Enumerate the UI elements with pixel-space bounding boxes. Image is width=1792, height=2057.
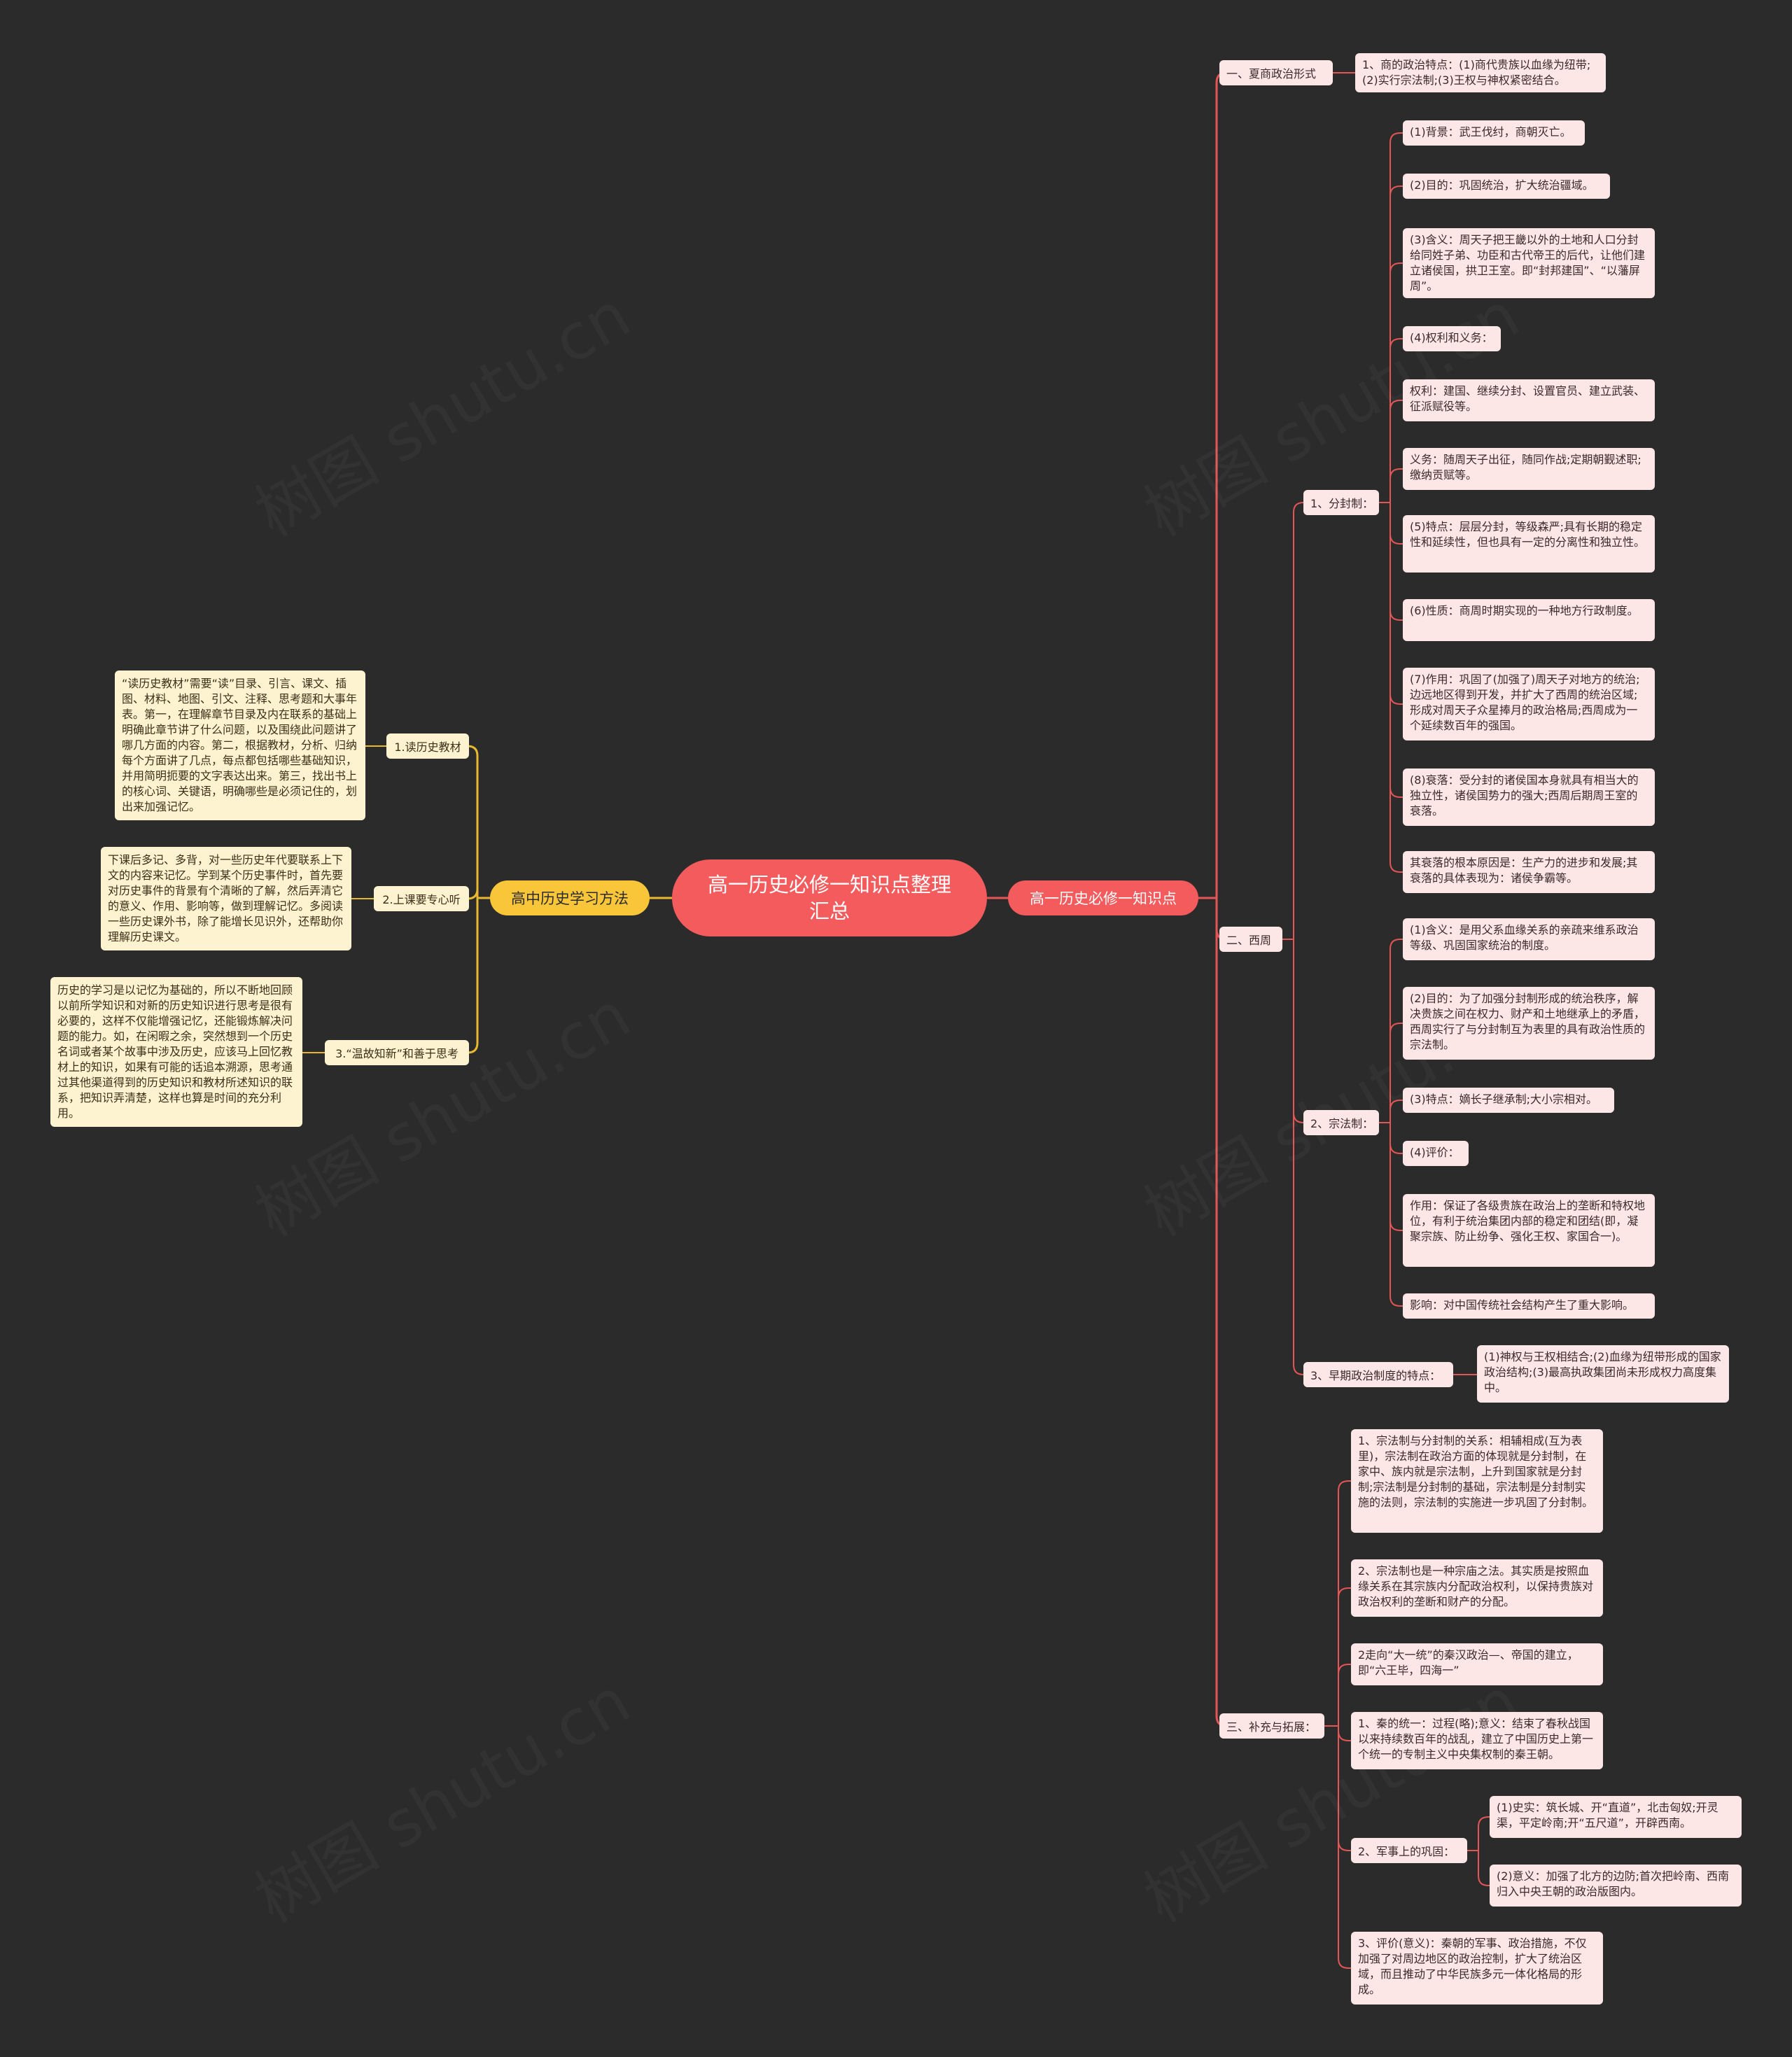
connector (1390, 1123, 1403, 1231)
connector (1390, 503, 1403, 621)
connector (1293, 939, 1304, 1375)
topic-fengjian[interactable]: 1、分封制： (1303, 490, 1379, 515)
leaf-zongfa: (4)评价： (1403, 1141, 1469, 1166)
connector (467, 745, 479, 898)
connector (1390, 503, 1403, 545)
connector (1293, 502, 1304, 939)
leaf-buchong: 1、宗法制与分封制的关系：相辅相成(互为表里)，宗法制在政治方面的体现就是分封制… (1351, 1429, 1603, 1533)
connector (1338, 1664, 1351, 1726)
leaf-fengjian: 义务：随周天子出征，随同作战;定期朝觐述职;缴纳贡赋等。 (1403, 448, 1655, 490)
connector (1478, 1816, 1490, 1851)
connector (1390, 400, 1403, 503)
right-main-topic[interactable]: 高一历史必修一知识点 (1008, 880, 1198, 915)
method-text: 历史的学习是以记忆为基础的，所以不断地回顾以前所学知识和对新的历史知识进行思考是… (50, 977, 302, 1127)
leaf-zongfa: 作用：保证了各级贵族在政治上的垄断和特权地位，有利于统治集团内部的稳定和团结(即… (1403, 1194, 1655, 1267)
leaf-fengjian: (1)背景：武王伐纣，商朝灭亡。 (1403, 120, 1585, 146)
connector (1390, 132, 1403, 503)
topic-xizhou[interactable]: 二、西周 (1219, 927, 1282, 952)
topic-zongfa[interactable]: 2、宗法制： (1303, 1110, 1379, 1135)
leaf-zongfa: (3)特点：嫡长子继承制;大小宗相对。 (1403, 1088, 1614, 1113)
leaf-junshi: (1)史实：筑长城、开“直道”，北击匈奴;开灵渠，平定岭南;开“五尺道”，开辟西… (1490, 1796, 1742, 1838)
root-topic[interactable]: 高一历史必修一知识点整理汇总 (672, 859, 987, 936)
leaf-buchong: 3、评价(意义)：秦朝的军事、政治措施，不仅加强了对周边地区的政治控制，扩大了统… (1351, 1932, 1603, 2005)
connector (1215, 71, 1227, 898)
leaf-zongfa: 影响：对中国传统社会结构产生了重大影响。 (1403, 1293, 1655, 1319)
connector (1338, 1587, 1351, 1726)
connector (1390, 185, 1403, 503)
connector (1390, 503, 1403, 705)
leaf-buchong: 2走向“大一统”的秦汉政治—、帝国的建立，即“六王毕，四海一” (1351, 1643, 1603, 1685)
connector (467, 888, 479, 900)
connector (467, 898, 479, 1054)
leaf-buchong: 1、秦的统一：过程(略);意义：结束了春秋战国以来持续数百年的战乱，建立了中国历… (1351, 1712, 1603, 1769)
leaf-buchong: 2、宗法制也是一种宗庙之法。其实质是按照血缘关系在其宗族内分配政治权利，以保持贵… (1351, 1559, 1603, 1617)
leaf-fengjian: (3)含义：周天子把王畿以外的土地和人口分封给同姓子弟、功臣和古代帝王的后代，让… (1403, 228, 1655, 298)
connector (1390, 503, 1403, 873)
leaf-fengjian: 权利：建国、继续分封、设置官员、建立武装、征派赋役等。 (1403, 379, 1655, 421)
connector (1338, 1480, 1351, 1726)
method-text: 下课后多记、多背，对一些历史年代要联系上下文的内容来记忆。学到某个历史事件时，首… (101, 847, 351, 950)
connector (1478, 1851, 1490, 1886)
connector (1390, 1123, 1403, 1154)
connector (1338, 1726, 1351, 1851)
topic-xia-shang[interactable]: 一、夏商政治形式 (1219, 60, 1333, 85)
leaf-junshi: (2)意义：加强了北方的边防;首次把岭南、西南归入中央王朝的政治版图内。 (1490, 1865, 1742, 1907)
method-text: “读历史教材”需要“读”目录、引言、课文、插图、材料、地图、引文、注释、思考题和… (115, 671, 365, 820)
leaf-fengjian: (4)权利和义务： (1403, 326, 1501, 351)
connector (1390, 939, 1403, 1123)
connector (1338, 1726, 1351, 1741)
connector (1390, 1123, 1403, 1307)
leaf-zaoqi: (1)神权与王权相结合;(2)血缘为纽带形成的国家政治结构;(3)最高执政集团尚… (1477, 1345, 1729, 1403)
topic-buchong[interactable]: 三、补充与拓展： (1219, 1713, 1324, 1739)
leaf-fengjian: (6)性质：商周时期实现的一种地方行政制度。 (1403, 599, 1655, 641)
leaf-zongfa: (1)含义：是用父系血缘关系的亲疏来维系政治等级、巩固国家统治的制度。 (1403, 918, 1655, 960)
leaf-fengjian: (2)目的：巩固统治，扩大统治疆域。 (1403, 174, 1610, 199)
connector (1390, 1100, 1403, 1123)
left-main-topic[interactable]: 高中历史学习方法 (490, 880, 650, 915)
topic-zaoqi[interactable]: 3、早期政治制度的特点： (1303, 1362, 1453, 1387)
leaf-xia-shang: 1、商的政治特点：(1)商代贵族以血缘为纽带;(2)实行宗法制;(3)王权与神权… (1355, 53, 1606, 92)
leaf-fengjian: (8)衰落：受分封的诸侯国本身就具有相当大的独立性，诸侯国势力的强大;西周后期周… (1403, 768, 1655, 826)
connector (1390, 468, 1403, 503)
connector (1390, 1023, 1403, 1123)
method-read-textbook[interactable]: 1.读历史教材 (386, 733, 469, 759)
connector (1390, 338, 1403, 503)
leaf-fengjian: (7)作用：巩固了(加强了)周天子对地方的统治;边远地区得到开发，并扩大了西周的… (1403, 668, 1655, 740)
connector (1338, 1726, 1351, 1969)
topic-junshi[interactable]: 2、军事上的巩固： (1351, 1838, 1467, 1863)
leaf-zongfa: (2)目的：为了加强分封制形成的统治秩序，解决贵族之间在权力、财产和土地继承上的… (1403, 987, 1655, 1060)
method-review-and-think[interactable]: 3.“温故知新”和善于思考 (325, 1040, 469, 1065)
connector (1215, 898, 1227, 1727)
connector (1293, 939, 1304, 1123)
connector (1390, 262, 1403, 503)
connector (1390, 503, 1403, 798)
leaf-fengjian: (5)特点：层层分封，等级森严;具有长期的稳定性和延续性，但也具有一定的分离性和… (1403, 515, 1655, 573)
leaf-fengjian: 其衰落的根本原因是：生产力的进步和发展;其衰落的具体表现为：诸侯争霸等。 (1403, 851, 1655, 893)
method-listen-in-class[interactable]: 2.上课要专心听 (374, 886, 469, 911)
